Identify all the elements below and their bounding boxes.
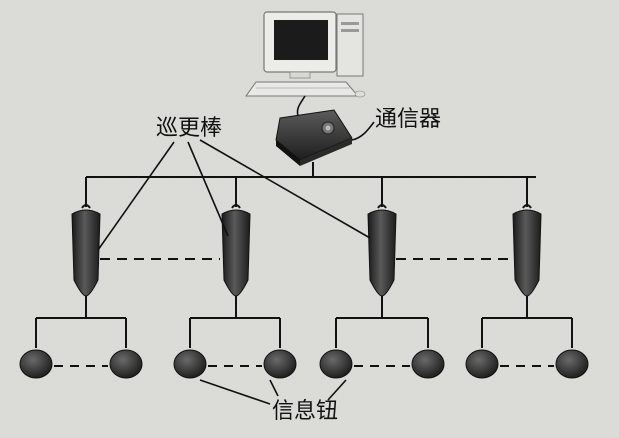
- info-button-4a: [465, 349, 499, 379]
- info-button-label: 信息钮: [272, 399, 338, 424]
- patrol-stick-2: [221, 204, 251, 297]
- info-button-2b: [263, 349, 297, 379]
- info-button-3a: [319, 349, 353, 379]
- info-buttons: [19, 349, 589, 379]
- patrol-stick-label: 巡更棒: [156, 116, 222, 141]
- communicator-leader-line: [351, 121, 375, 141]
- communicator-device-icon: [275, 109, 353, 166]
- computer-icon: [245, 11, 366, 98]
- info-button-4b: [555, 349, 589, 379]
- info-button-1a: [19, 349, 53, 379]
- communicator-label: 通信器: [375, 107, 441, 132]
- info-button-leader-lines: [199, 379, 347, 405]
- main-bus-lines: [85, 162, 536, 207]
- info-button-2a: [173, 349, 207, 379]
- patrol-stick-1: [71, 204, 101, 297]
- branch-lines: [35, 296, 573, 348]
- info-button-3b: [411, 349, 445, 379]
- patrol-stick-3: [367, 204, 397, 297]
- patrol-stick-leader-lines: [97, 139, 371, 251]
- patrol-stick-4: [512, 204, 542, 297]
- computer-cable: [296, 95, 306, 117]
- info-button-1b: [109, 349, 143, 379]
